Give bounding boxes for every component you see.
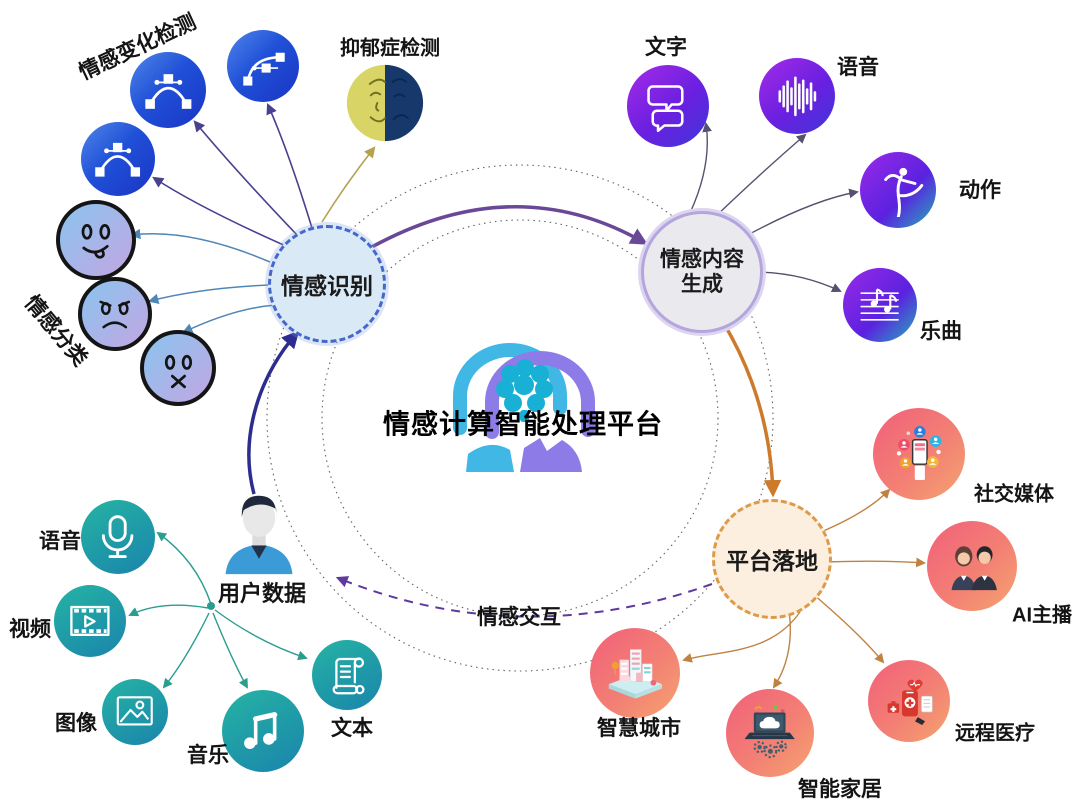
music-score-icon (843, 268, 917, 342)
arrow-userdata-to-recognition (247, 330, 300, 495)
label-telemedicine: 远程医疗 (955, 722, 1035, 745)
label-text-source: 文本 (331, 717, 373, 740)
label-smart-home: 智能家居 (798, 778, 882, 801)
emoji-happy-icon (56, 200, 136, 280)
label-smart-city: 智慧城市 (597, 717, 681, 740)
landing-application-arrows (682, 488, 926, 689)
recognition-to-depression-arrow (321, 146, 376, 223)
waveform-icon (759, 58, 835, 134)
page-title: 情感计算智能处理平台 (383, 409, 663, 440)
label-depression-detection: 抑郁症检测 (340, 37, 440, 60)
video-icon (54, 585, 126, 657)
label-user-data: 用户数据 (217, 581, 307, 606)
label-music-output: 乐曲 (920, 320, 962, 343)
hub-platform-landing: 平台落地 (712, 499, 832, 619)
label-text-output: 文字 (645, 36, 687, 59)
bezier-curve-icon (130, 52, 206, 128)
music-note-icon (222, 690, 304, 772)
bezier-curve-icon (81, 122, 155, 196)
label-music-source: 音乐 (187, 744, 229, 767)
chat-bubbles-icon (627, 65, 709, 147)
depression-faces-icon (345, 63, 425, 143)
microphone-icon (81, 500, 155, 574)
arrow-generation-to-landing (721, 321, 782, 498)
hub-content-generation: 情感内容 生成 (641, 211, 763, 333)
label-social-media: 社交媒体 (974, 483, 1054, 506)
recognition-to-classification-arrows (129, 228, 277, 334)
dotted-rings (266, 164, 774, 672)
arrow-recognition-to-generation (369, 205, 649, 250)
brain-icon (496, 359, 553, 422)
emoji-angry-icon (78, 277, 152, 351)
label-speech-source: 语音 (39, 530, 81, 553)
social-media-icon (873, 408, 965, 500)
smart-home-icon (726, 689, 814, 777)
bezier-curve-icon (227, 30, 299, 102)
smart-city-icon (590, 628, 680, 718)
userdata-source-arrows (128, 531, 308, 689)
label-emotion-interaction: 情感交互 (477, 606, 561, 629)
ai-anchor-icon (927, 521, 1017, 611)
scroll-icon (312, 640, 382, 710)
telemedicine-icon (868, 660, 950, 742)
label-video-source: 视频 (9, 618, 51, 641)
hub-emotion-recognition: 情感识别 (268, 225, 386, 343)
arrow-interaction-dashed (335, 576, 713, 618)
recognition-to-change-detection-arrows (152, 102, 313, 248)
label-ai-anchor: AI主播 (1012, 604, 1072, 627)
label-motion-output: 动作 (959, 179, 1001, 202)
brain-heads-logo (428, 310, 618, 472)
label-image-source: 图像 (55, 712, 97, 735)
label-speech-output: 语音 (837, 56, 879, 79)
emoji-mute-icon (140, 330, 216, 406)
dancer-icon (860, 152, 936, 228)
userdata-fan-origin-dot (207, 602, 215, 610)
image-icon (102, 679, 168, 745)
person-icon (215, 490, 303, 576)
